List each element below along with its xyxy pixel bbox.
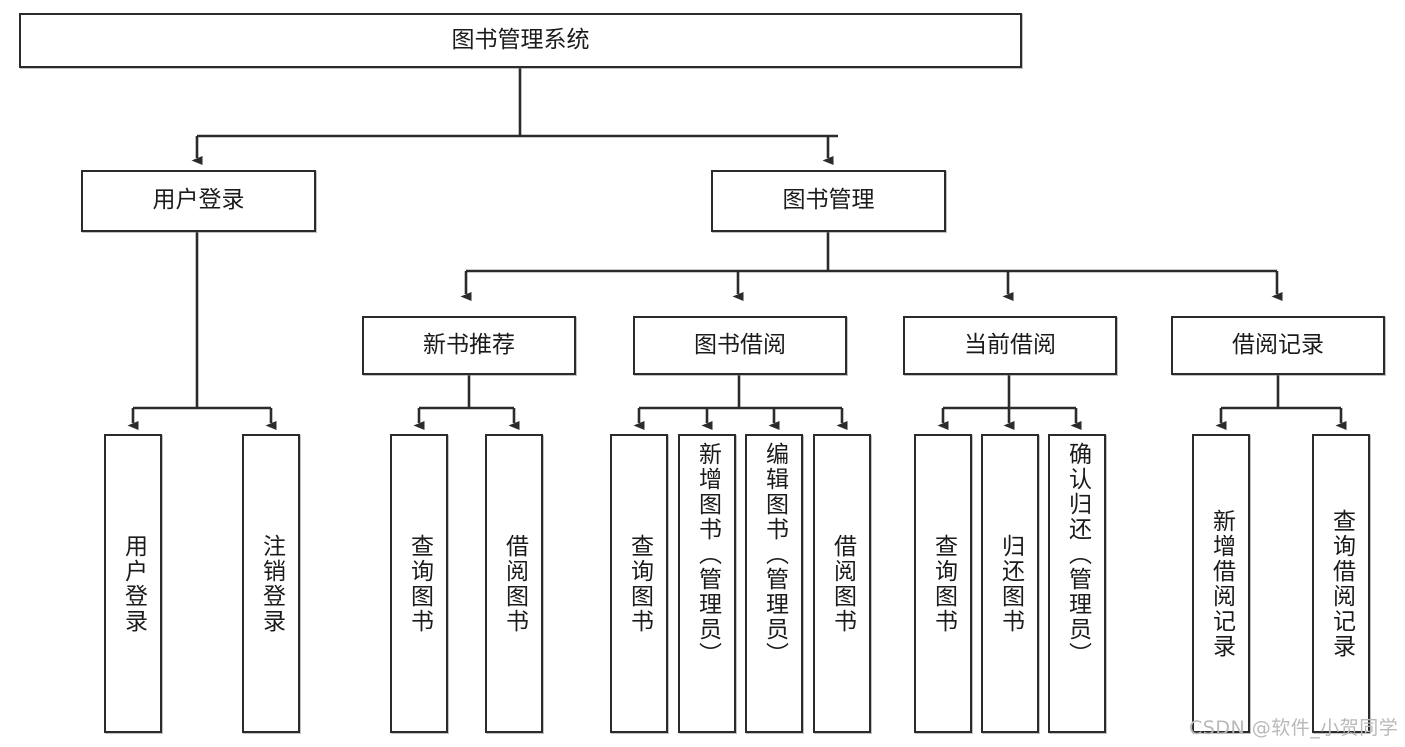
- node-label: 用户登录: [152, 187, 245, 214]
- leaf-user-login[interactable]: 用户登录: [104, 434, 162, 733]
- leaf-edit-book[interactable]: 编辑图书（管理员）: [745, 434, 803, 733]
- node-label: 查询图书: [930, 533, 957, 634]
- node-current-borrow[interactable]: 当前借阅: [903, 316, 1117, 375]
- leaf-borrow-book-1[interactable]: 借阅图书: [485, 434, 543, 733]
- node-label: 查询图书: [406, 533, 433, 634]
- leaf-query-record[interactable]: 查询借阅记录: [1312, 434, 1370, 733]
- node-label: 新书推荐: [423, 331, 515, 358]
- leaf-logout-login[interactable]: 注销登录: [242, 434, 300, 733]
- node-label: 查询图书: [626, 533, 653, 634]
- node-label: 新增图书（管理员）: [694, 442, 721, 667]
- node-label: 当前借阅: [964, 331, 1056, 358]
- leaf-add-record[interactable]: 新增借阅记录: [1192, 434, 1250, 733]
- node-user-login[interactable]: 用户登录: [81, 170, 316, 232]
- leaf-return-book[interactable]: 归还图书: [981, 434, 1039, 733]
- node-new-book-recommend[interactable]: 新书推荐: [362, 316, 576, 375]
- node-label: 查询借阅记录: [1328, 508, 1355, 659]
- leaf-query-book-1[interactable]: 查询图书: [390, 434, 448, 733]
- leaf-query-book-3[interactable]: 查询图书: [914, 434, 972, 733]
- leaf-confirm-return[interactable]: 确认归还（管理员）: [1048, 434, 1106, 733]
- node-label: 图书管理系统: [451, 26, 590, 53]
- node-label: 确认归还（管理员）: [1064, 442, 1091, 667]
- leaf-borrow-book-2[interactable]: 借阅图书: [813, 434, 871, 733]
- leaf-query-book-2[interactable]: 查询图书: [610, 434, 668, 733]
- node-label: 编辑图书（管理员）: [761, 442, 788, 667]
- node-root-system[interactable]: 图书管理系统: [19, 13, 1022, 68]
- node-label: 借阅记录: [1232, 331, 1324, 358]
- node-book-management[interactable]: 图书管理: [711, 170, 946, 232]
- leaf-add-book[interactable]: 新增图书（管理员）: [678, 434, 736, 733]
- node-book-borrow[interactable]: 图书借阅: [633, 316, 847, 375]
- node-label: 图书管理: [782, 187, 875, 214]
- node-label: 借阅图书: [829, 533, 856, 634]
- node-borrow-record[interactable]: 借阅记录: [1171, 316, 1385, 375]
- node-label: 归还图书: [997, 533, 1024, 634]
- node-label: 借阅图书: [501, 533, 528, 634]
- csdn-watermark: CSDN @软件_小贺同学: [1189, 717, 1399, 739]
- node-label: 用户登录: [120, 533, 147, 634]
- node-label: 新增借阅记录: [1208, 508, 1235, 659]
- node-label: 图书借阅: [694, 331, 786, 358]
- node-label: 注销登录: [258, 533, 285, 634]
